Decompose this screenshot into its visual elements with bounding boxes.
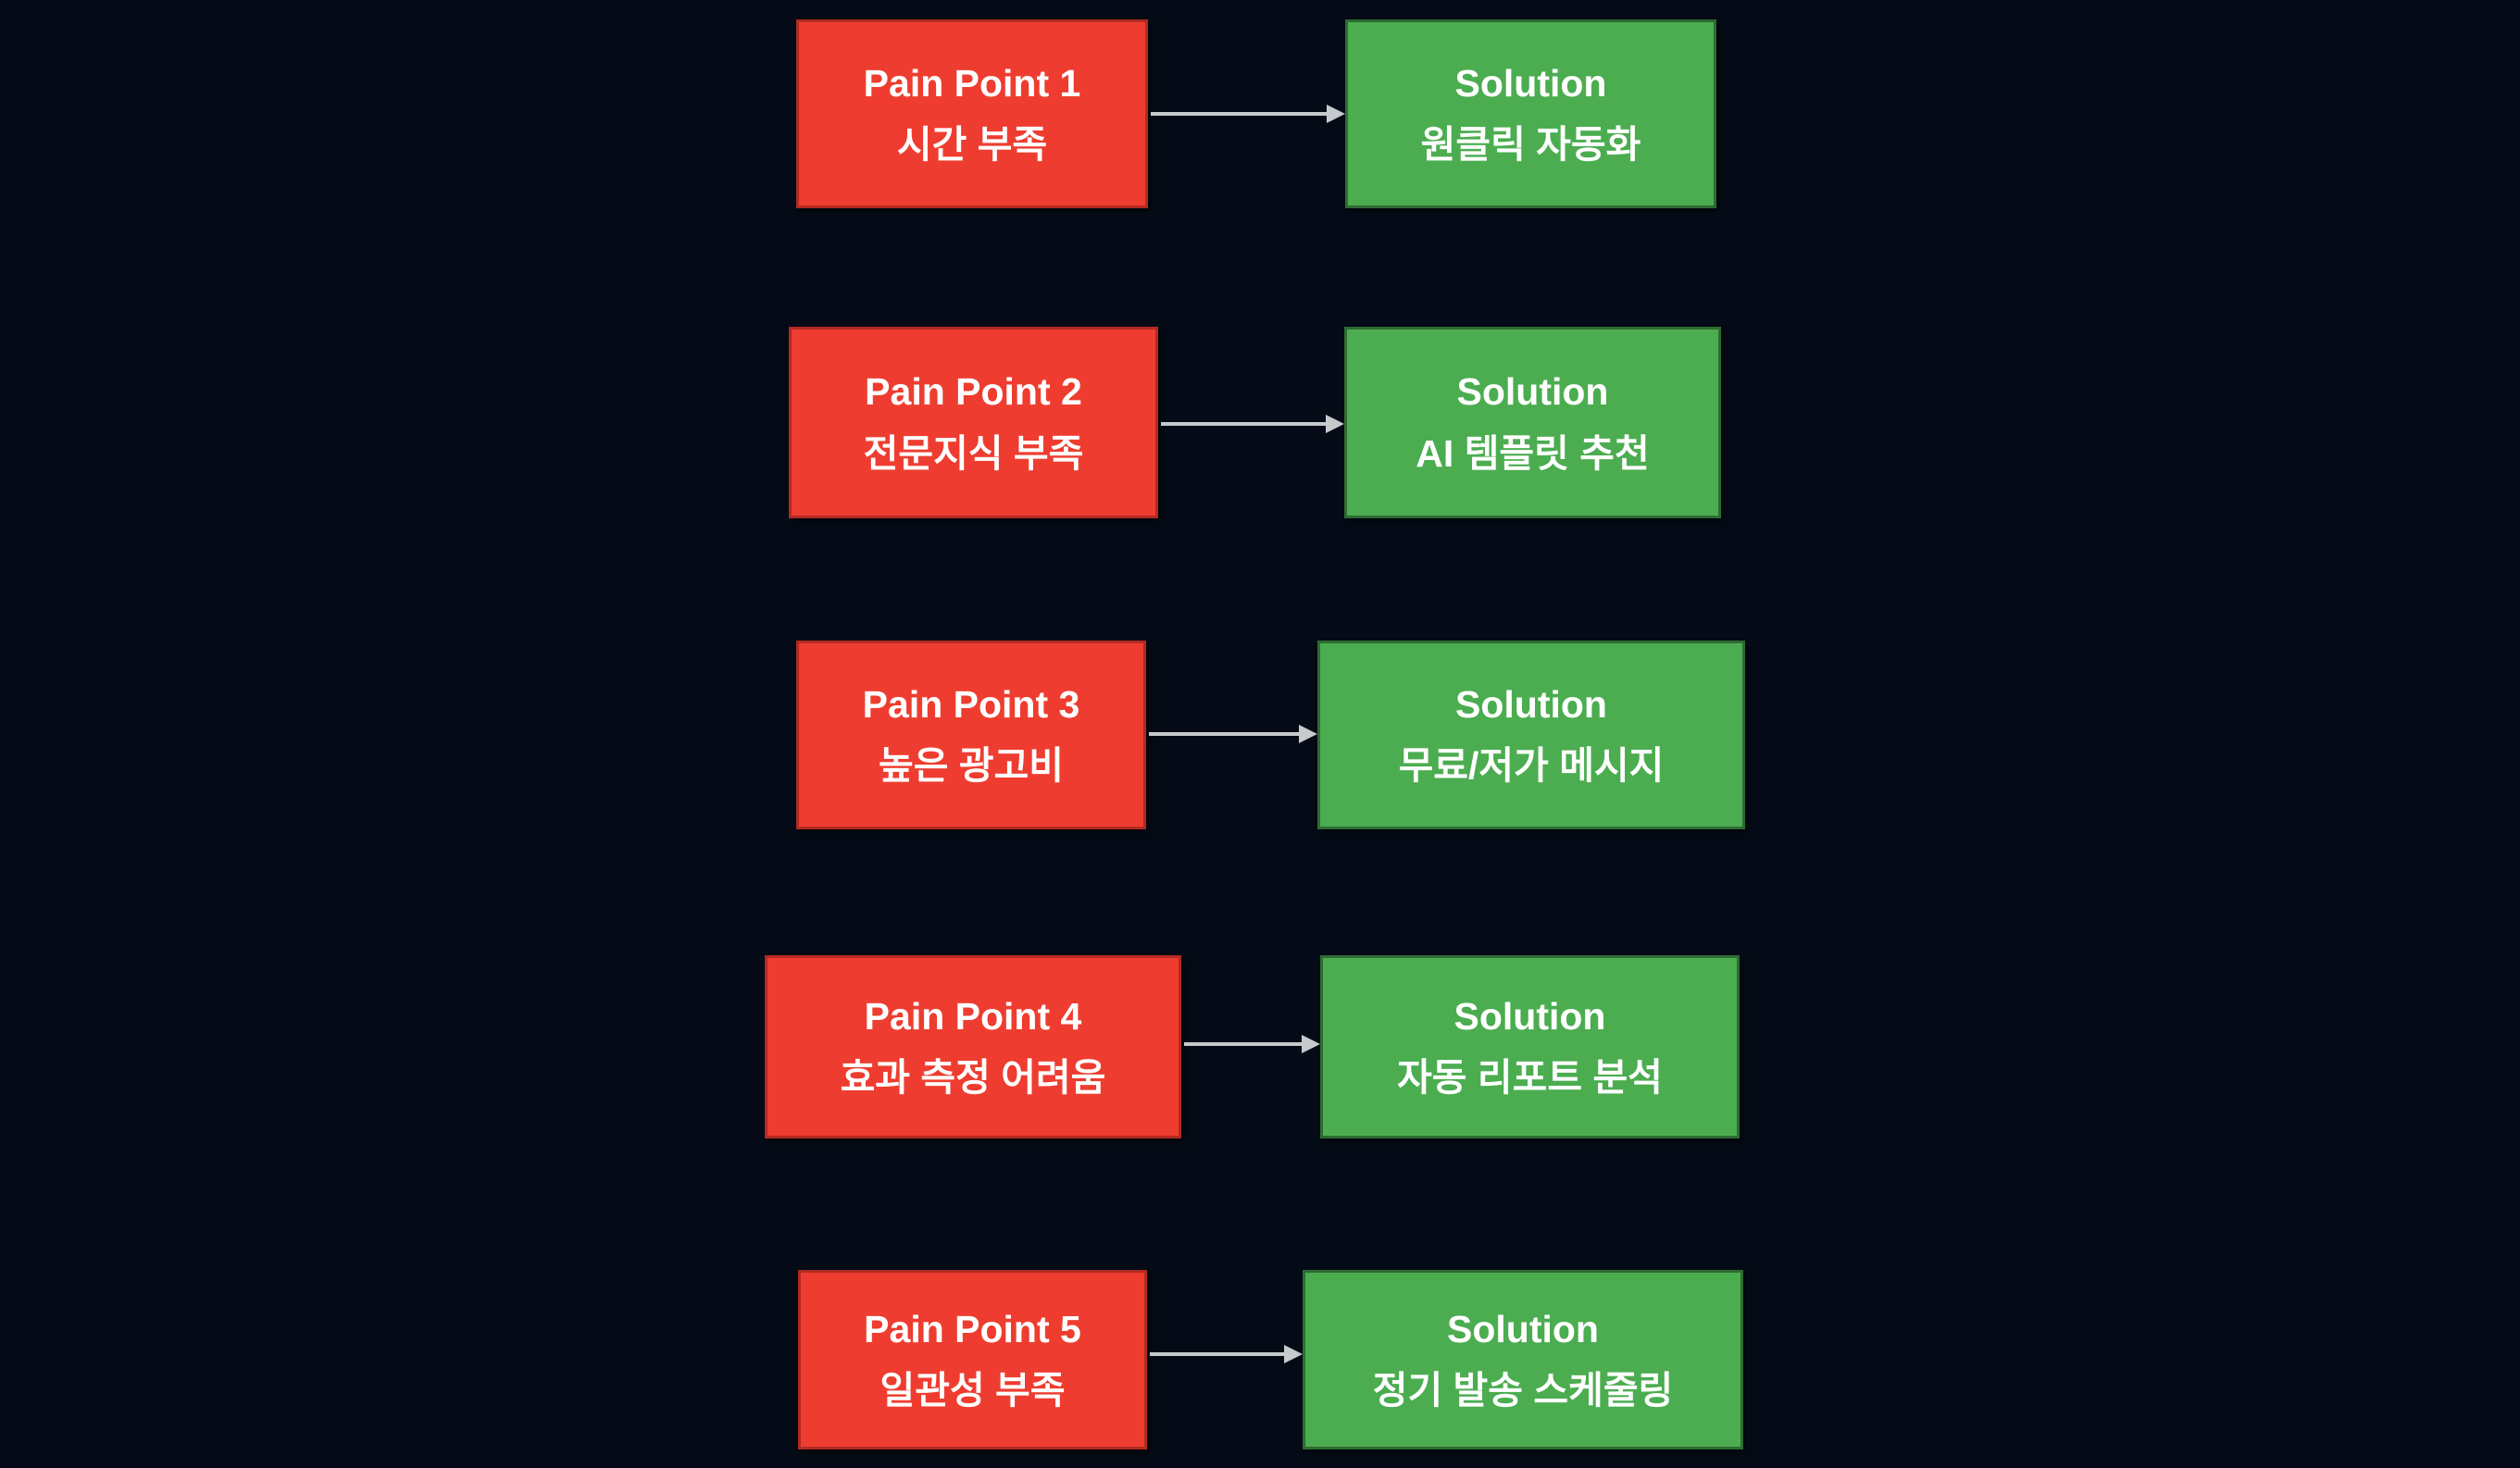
- arrow-right-icon: [1161, 415, 1344, 433]
- arrow-shaft: [1149, 732, 1303, 736]
- pain-point-5-box: Pain Point 5 일관성 부족: [798, 1270, 1147, 1449]
- arrow-head: [1327, 105, 1345, 123]
- pain-point-1-box: Pain Point 1 시간 부족: [796, 19, 1148, 208]
- solution-4-subtitle: 자동 리포트 분석: [1397, 1056, 1663, 1099]
- arrow-right-icon: [1184, 1035, 1320, 1053]
- pain-point-2-box: Pain Point 2 전문지식 부족: [789, 327, 1158, 518]
- mapping-row-4: Pain Point 4 효과 측정 어려움 Solution 자동 리포트 분…: [0, 955, 2520, 1138]
- solution-5-box: Solution 정기 발송 스케줄링: [1303, 1270, 1743, 1449]
- solution-3-title: Solution: [1455, 682, 1607, 726]
- mapping-row-5: Pain Point 5 일관성 부족 Solution 정기 발송 스케줄링: [0, 1270, 2520, 1449]
- arrow-shaft: [1161, 422, 1329, 426]
- pain-point-3-box: Pain Point 3 높은 광고비: [796, 641, 1146, 829]
- pain-point-5-subtitle: 일관성 부족: [880, 1369, 1066, 1412]
- solution-1-box: Solution 원클릭 자동화: [1345, 19, 1716, 208]
- pain-point-4-subtitle: 효과 측정 어려움: [840, 1056, 1106, 1099]
- pain-point-5-title: Pain Point 5: [864, 1307, 1081, 1350]
- solution-5-subtitle: 정기 발송 스케줄링: [1372, 1369, 1674, 1412]
- solution-1-title: Solution: [1454, 61, 1607, 105]
- mapping-row-3: Pain Point 3 높은 광고비 Solution 무료/저가 메시지: [0, 641, 2520, 829]
- arrow-head: [1284, 1345, 1303, 1363]
- pain-point-4-title: Pain Point 4: [864, 994, 1082, 1038]
- solution-1-subtitle: 원클릭 자동화: [1420, 123, 1641, 166]
- pain-point-3-title: Pain Point 3: [862, 682, 1080, 726]
- arrow-shaft: [1151, 112, 1330, 116]
- solution-4-box: Solution 자동 리포트 분석: [1320, 955, 1740, 1138]
- pain-point-1-title: Pain Point 1: [863, 61, 1081, 105]
- pain-point-2-subtitle: 전문지식 부족: [863, 431, 1084, 475]
- solution-3-subtitle: 무료/저가 메시지: [1398, 744, 1665, 787]
- arrow-right-icon: [1149, 725, 1317, 743]
- mapping-row-1: Pain Point 1 시간 부족 Solution 원클릭 자동화: [0, 19, 2520, 208]
- solution-3-box: Solution 무료/저가 메시지: [1317, 641, 1745, 829]
- arrow-head: [1302, 1035, 1320, 1053]
- arrow-shaft: [1150, 1352, 1288, 1356]
- solution-5-title: Solution: [1447, 1307, 1599, 1350]
- solution-2-box: Solution AI 템플릿 추천: [1344, 327, 1721, 518]
- solution-2-title: Solution: [1456, 370, 1609, 414]
- arrow-right-icon: [1150, 1345, 1303, 1363]
- arrow-shaft: [1184, 1042, 1305, 1046]
- arrow-head: [1299, 725, 1317, 743]
- arrow-right-icon: [1151, 105, 1345, 123]
- pain-point-1-subtitle: 시간 부족: [896, 123, 1048, 166]
- pain-point-2-title: Pain Point 2: [865, 370, 1082, 414]
- arrow-head: [1326, 415, 1344, 433]
- solution-4-title: Solution: [1453, 994, 1606, 1038]
- pain-point-3-subtitle: 높은 광고비: [879, 744, 1064, 787]
- mapping-row-2: Pain Point 2 전문지식 부족 Solution AI 템플릿 추천: [0, 327, 2520, 518]
- solution-2-subtitle: AI 템플릿 추천: [1416, 431, 1650, 475]
- pain-point-4-box: Pain Point 4 효과 측정 어려움: [765, 955, 1181, 1138]
